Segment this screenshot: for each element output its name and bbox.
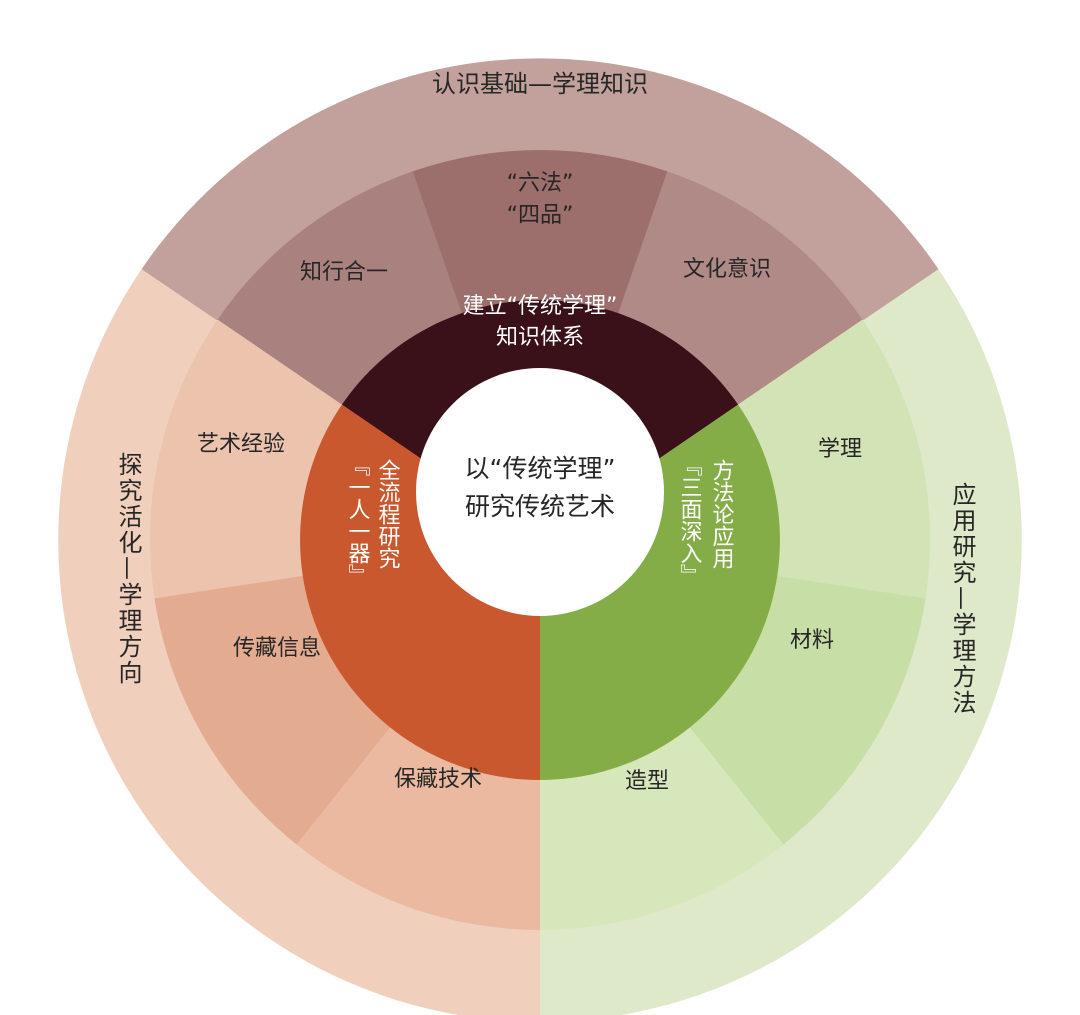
top-segment-middle-label-line1: “六法” [507, 171, 574, 196]
top-segment-left-label: 知行合一 [300, 260, 388, 285]
right-segment-label-3: 造型 [625, 769, 669, 794]
right-inner-label-col1: 方法论应用 [709, 459, 735, 569]
center-circle [416, 368, 664, 616]
left-outer-label: 探究活化—学理方向 [114, 452, 142, 686]
right-segment-label-2: 材料 [790, 628, 834, 653]
left-segment-label-1: 艺术经验 [197, 432, 285, 457]
top-outer-label: 认识基础—学理知识 [432, 70, 648, 98]
left-segment-label-2: 传藏信息 [233, 636, 321, 661]
right-segment-label-1: 学理 [818, 437, 862, 462]
top-segment-middle-label-line2: “四品” [507, 203, 574, 228]
top-inner-label-line2: 知识体系 [496, 325, 584, 350]
right-inner-label-col2: 『三面深入』 [677, 454, 703, 586]
right-inner-sector [540, 404, 780, 780]
left-inner-label-col2: 『一人一器』 [345, 454, 371, 586]
left-inner-sector [300, 404, 540, 780]
top-inner-label-line1: 建立“传统学理” [463, 294, 618, 319]
top-segment-right-label: 文化意识 [683, 257, 771, 282]
left-inner-label-col1: 全流程研究 [375, 459, 401, 569]
center-title-line2: 研究传统艺术 [465, 492, 615, 521]
left-segment-label-3: 保藏技术 [394, 767, 482, 792]
center-title-line1: 以“传统学理” [465, 454, 616, 483]
right-outer-label: 应用研究—学理方法 [948, 482, 976, 716]
